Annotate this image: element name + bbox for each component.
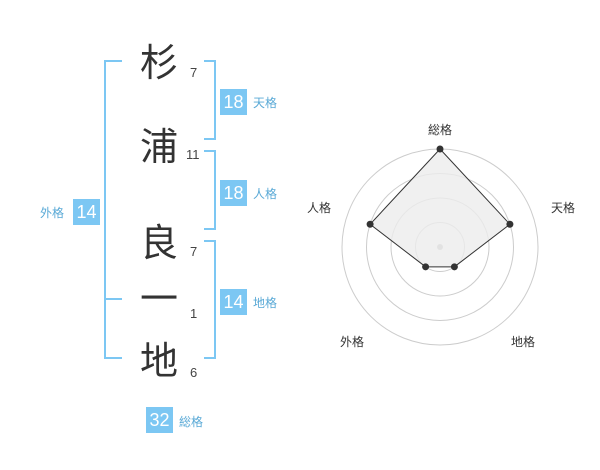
chikaku-value: 14 [220, 289, 247, 315]
radar-label-jinkaku: 人格 [307, 201, 332, 215]
stroke-count-5: 6 [190, 365, 198, 380]
tenkaku-label: 天格 [253, 96, 278, 110]
stroke-count-1: 7 [190, 65, 198, 80]
radar-point-3 [450, 263, 458, 271]
name-char-1: 杉 [140, 41, 179, 85]
name-char-3: 良 [140, 221, 179, 265]
radar-label-soukaku: 総格 [428, 123, 453, 137]
name-char-4: 一 [140, 277, 179, 321]
radar-points [366, 145, 514, 271]
soukaku-label: 総格 [179, 415, 204, 429]
stroke-count-2: 11 [186, 147, 200, 162]
stroke-count-4: 1 [190, 306, 198, 321]
radar-point-2 [506, 220, 514, 228]
radar-label-gaikaku: 外格 [340, 335, 365, 349]
soukaku-value: 32 [146, 407, 173, 433]
radar-point-4 [422, 263, 430, 271]
gaikaku-label: 外格 [40, 206, 65, 220]
chikaku-label: 地格 [253, 296, 278, 310]
jinkaku-label: 人格 [253, 187, 278, 201]
radar-point-5 [366, 220, 374, 228]
gaikaku-value: 14 [73, 199, 100, 225]
stroke-count-3: 7 [190, 244, 198, 259]
name-char-2: 浦 [140, 125, 179, 169]
jinkaku-value: 18 [220, 180, 247, 206]
tenkaku-value: 18 [220, 89, 247, 115]
radar-polygon [369, 148, 511, 268]
radar-label-chikaku: 地格 [511, 335, 536, 349]
name-char-5: 地 [140, 339, 179, 383]
radar-label-tenkaku: 天格 [551, 201, 576, 215]
radar-point-1 [436, 145, 444, 153]
radar-chart [341, 145, 539, 346]
